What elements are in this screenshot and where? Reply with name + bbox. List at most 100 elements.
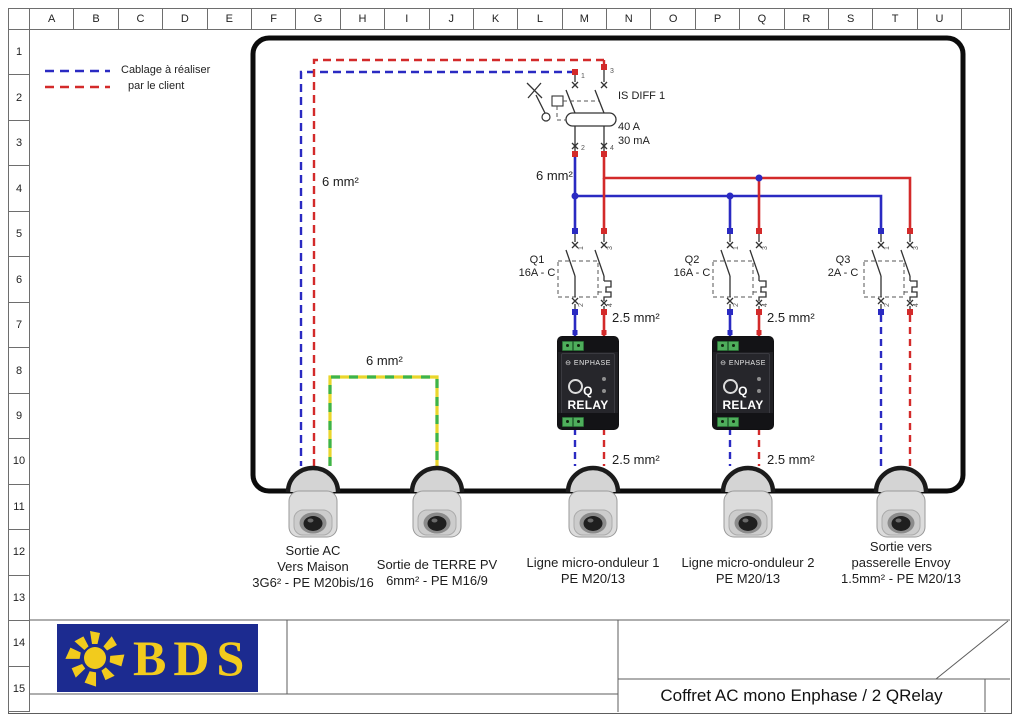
wire-label-6mm-earth: 6 mm² bbox=[366, 353, 403, 368]
breaker-q2-label: Q2 16A - C bbox=[660, 254, 724, 280]
earth-wire bbox=[328, 375, 439, 466]
gland-envoy bbox=[876, 468, 926, 537]
grid-column-label: B bbox=[73, 8, 119, 30]
grid-column-label: C bbox=[117, 8, 164, 30]
gland-sortie-ac bbox=[288, 468, 338, 537]
wire-label-2-5mm: 2.5 mm² bbox=[612, 452, 660, 467]
legend-line2: par le client bbox=[128, 80, 185, 92]
grid-corner-cell bbox=[8, 8, 30, 30]
grid-column-label: P bbox=[694, 8, 741, 30]
grid-row-label: 1 bbox=[8, 29, 30, 76]
grid-column-label: D bbox=[162, 8, 208, 30]
gland-label-line: Sortie vers bbox=[869, 539, 933, 554]
relay-indicator-icon bbox=[757, 377, 761, 381]
grid-column-label: U bbox=[916, 8, 963, 30]
gland-micro-onduleur-2 bbox=[723, 468, 773, 537]
bds-logo: BDS bbox=[57, 624, 258, 692]
terminal-number: 3 bbox=[610, 68, 614, 75]
gland-label-terre-pv: Sortie de TERRE PV 6mm² - PE M16/9 bbox=[342, 557, 532, 589]
relay-brand: ⊖ ENPHASE bbox=[562, 359, 614, 367]
grid-column-label: F bbox=[250, 8, 297, 30]
differential-current: 40 A bbox=[618, 121, 641, 133]
grid-column-label: I bbox=[384, 8, 430, 30]
grid-row-label: 10 bbox=[8, 438, 30, 485]
breaker-id: Q1 bbox=[529, 254, 545, 266]
breaker-id: Q2 bbox=[684, 254, 700, 266]
relay-terminal-block bbox=[717, 417, 728, 427]
differential-sensitivity: 30 mA bbox=[618, 135, 650, 147]
grid-column-label: G bbox=[295, 8, 341, 30]
grid-row-label: 12 bbox=[8, 529, 30, 576]
drawing-title: Coffret AC mono Enphase / 2 QRelay bbox=[660, 685, 943, 705]
logo-text: BDS bbox=[133, 630, 252, 686]
gland-label-line: 1.5mm² - PE M20/13 bbox=[841, 571, 961, 586]
relay-terminal-block bbox=[728, 341, 739, 351]
output-wires bbox=[572, 315, 912, 466]
gland-label-micro-onduleur-1: Ligne micro-onduleur 1 PE M20/13 bbox=[498, 555, 688, 587]
relay-panel: ⊖ ENPHASE Q RELAY bbox=[716, 353, 770, 415]
relay-terminal-strip-bottom bbox=[713, 413, 773, 429]
relay-indicator-icon bbox=[602, 377, 606, 381]
relay-brand-text: ENPHASE bbox=[573, 360, 611, 367]
relay-terminal-strip-top bbox=[713, 337, 773, 352]
q-relay-2: ⊖ ENPHASE Q RELAY bbox=[713, 337, 773, 429]
differential-name: IS DIFF 1 bbox=[618, 90, 666, 102]
breaker-id: Q3 bbox=[835, 254, 851, 266]
wire-label-2-5mm: 2.5 mm² bbox=[612, 310, 660, 325]
gland-label-line: Sortie de TERRE PV bbox=[376, 557, 498, 572]
wire-label-6mm-feed: 6 mm² bbox=[536, 168, 573, 183]
grid-row-label: 6 bbox=[8, 256, 30, 303]
relay-terminal-strip-top bbox=[558, 337, 618, 352]
grid-row-label: 2 bbox=[8, 74, 30, 121]
differential-switch-symbol: 1 3 2 4 bbox=[526, 64, 617, 157]
relay-indicator-icon bbox=[757, 389, 761, 393]
relay-label: Q RELAY bbox=[722, 384, 764, 412]
relay-terminal-block bbox=[717, 341, 728, 351]
enphase-logo-icon: ⊖ bbox=[720, 360, 727, 367]
grid-column-label: E bbox=[206, 8, 252, 30]
grid-column-label: H bbox=[339, 8, 386, 30]
junction-dot bbox=[726, 192, 734, 200]
grid-row-label: 13 bbox=[8, 574, 30, 622]
breaker-q1-label: Q1 16A - C bbox=[505, 254, 569, 280]
grid-row-label: 9 bbox=[8, 392, 30, 440]
grid-row-label: 14 bbox=[8, 620, 30, 667]
gland-terre-pv bbox=[412, 468, 462, 537]
relay-brand: ⊖ ENPHASE bbox=[717, 359, 769, 367]
grid-column-label: A bbox=[29, 8, 75, 30]
grid-column-label: L bbox=[517, 8, 563, 30]
relay-terminal-block bbox=[562, 341, 573, 351]
grid-column-label: T bbox=[872, 8, 918, 30]
grid-row-label: 15 bbox=[8, 665, 30, 713]
relay-button bbox=[723, 379, 738, 394]
breaker-rating: 2A - C bbox=[827, 267, 859, 279]
grid-column-label: J bbox=[428, 8, 474, 30]
relay-terminal-block bbox=[573, 341, 584, 351]
grid-row-label: 11 bbox=[8, 483, 30, 531]
gland-label-line: Vers Maison bbox=[277, 559, 349, 574]
gland-label-micro-onduleur-2: Ligne micro-onduleur 2 PE M20/13 bbox=[653, 555, 843, 587]
gland-label-sortie-ac: Sortie AC Vers Maison 3G6² - PE M20bis/1… bbox=[218, 543, 408, 591]
legend-line1: Cablage à réaliser bbox=[121, 64, 211, 76]
grid-column-label: M bbox=[561, 8, 608, 30]
relay-label: Q RELAY bbox=[567, 384, 609, 412]
gland-label-line: PE M20/13 bbox=[560, 571, 626, 586]
gland-label-line: passerelle Envoy bbox=[851, 555, 951, 570]
sun-logo-icon bbox=[65, 631, 125, 687]
relay-terminal-block bbox=[728, 417, 739, 427]
grid-column-label: O bbox=[650, 8, 696, 30]
grid-column-label: R bbox=[783, 8, 830, 30]
breaker-q3-label: Q3 2A - C bbox=[811, 254, 875, 280]
junction-dot bbox=[755, 174, 763, 182]
relay-indicator-icon bbox=[602, 389, 606, 393]
grid-column-label: K bbox=[472, 8, 519, 30]
grid-row-label: 5 bbox=[8, 210, 30, 258]
grid-column-label: S bbox=[828, 8, 874, 30]
gland-label-line: Sortie AC bbox=[285, 543, 341, 558]
breaker-rating: 16A - C bbox=[673, 267, 711, 279]
phase-neutral-buses bbox=[571, 157, 912, 228]
junction-dot bbox=[571, 192, 579, 200]
relay-button bbox=[568, 379, 583, 394]
